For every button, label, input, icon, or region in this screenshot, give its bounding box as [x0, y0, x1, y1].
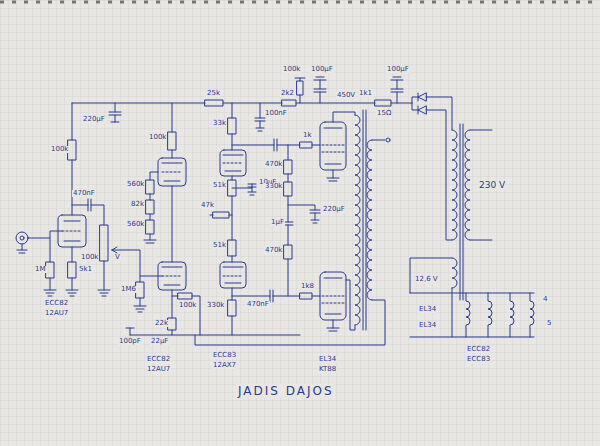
tube-type: ECC83 [466, 356, 491, 363]
tube-type: 12AU7 [146, 366, 171, 373]
component-value: 220µF [322, 206, 346, 213]
component-value: 100k [148, 134, 167, 141]
component-value: 2k2 [280, 90, 295, 97]
component-value: 15Ω [376, 110, 392, 117]
component-value: 330k [206, 302, 225, 309]
component-value: 1M [34, 266, 47, 273]
pin-number: 4 [542, 296, 548, 303]
tube-type: ECC82 [466, 346, 491, 353]
component-value: 100k [50, 146, 69, 153]
tube-type: ECC83 [212, 352, 237, 359]
component-value: 470k [264, 247, 283, 254]
component-value: 100µF [310, 66, 334, 73]
component-value: 22k [154, 320, 169, 327]
pin-number: 5 [546, 320, 552, 327]
component-value: 100k [80, 254, 99, 261]
voltage-label: 450V [336, 92, 356, 99]
component-value: 25k [206, 90, 221, 97]
component-value: 330k [264, 183, 283, 190]
component-value: 1k [302, 132, 313, 139]
title: JADIS DAJOS [236, 384, 336, 398]
tube-type: 12AU7 [44, 310, 69, 317]
component-value: 100nF [264, 110, 288, 117]
tube-type: KT88 [318, 366, 337, 373]
wiring [16, 77, 534, 345]
component-value: 100µF [386, 66, 410, 73]
component-value: 220µF [82, 116, 106, 123]
voltage-label: 12,6 V [414, 276, 439, 283]
component-value: 47k [200, 202, 215, 209]
component-value: 470nF [246, 301, 270, 308]
tube-type: ECC82 [44, 300, 69, 307]
component-value: 51k [212, 242, 227, 249]
component-value: 51k [212, 182, 227, 189]
component-value: 1M6 [120, 286, 137, 293]
component-value: 5k1 [78, 266, 93, 273]
tube-type: ECC82 [146, 356, 171, 363]
component-value: 22µF [150, 338, 169, 345]
component-value: 82k [130, 201, 145, 208]
component-value: 1µF [270, 219, 285, 226]
component-value: 100pF [118, 338, 142, 345]
tube-type: EL34 [418, 322, 437, 329]
component-value: 470nF [72, 190, 96, 197]
component-value: 100k [282, 66, 301, 73]
component-value: 560k [126, 221, 145, 228]
tube-type: EL34 [418, 306, 437, 313]
voltage-label: 230 V [478, 181, 506, 190]
component-value: V [114, 254, 121, 261]
tube-type: 12AX7 [212, 362, 237, 369]
spiral-binding [0, 1, 600, 4]
component-value: 470k [264, 161, 283, 168]
tube-type: EL34 [318, 356, 337, 363]
component-value: 560k [126, 181, 145, 188]
component-value: 33k [212, 120, 227, 127]
component-value: 1k1 [358, 90, 373, 97]
component-value: 1k8 [300, 283, 315, 290]
component-value: 100k [178, 302, 197, 309]
